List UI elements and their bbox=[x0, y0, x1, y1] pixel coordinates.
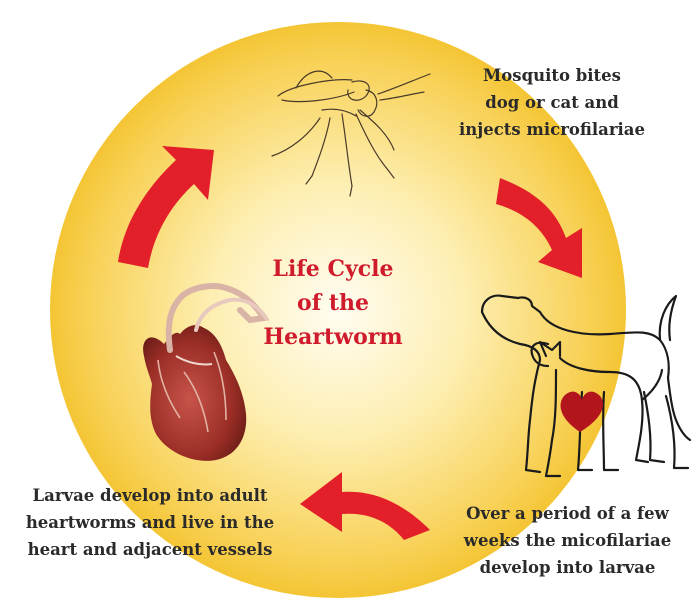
diagram-title: Life Cycle of the Heartworm bbox=[248, 252, 418, 354]
caption-line: weeks the micofilariae bbox=[442, 527, 693, 554]
step-pets-caption: Over a period of a few weeks the micofil… bbox=[442, 500, 693, 581]
caption-line: injects microfilariae bbox=[432, 116, 672, 143]
title-line: of the bbox=[248, 286, 418, 320]
title-line: Heartworm bbox=[248, 320, 418, 354]
title-line: Life Cycle bbox=[248, 252, 418, 286]
caption-line: heart and adjacent vessels bbox=[0, 536, 300, 563]
caption-line: Larvae develop into adult bbox=[0, 482, 300, 509]
caption-line: heartworms and live in the bbox=[0, 509, 300, 536]
step-heart-caption: Larvae develop into adult heartworms and… bbox=[0, 482, 300, 563]
caption-line: dog or cat and bbox=[432, 89, 672, 116]
caption-line: develop into larvae bbox=[442, 554, 693, 581]
caption-line: Mosquito bites bbox=[432, 62, 672, 89]
step-mosquito-caption: Mosquito bites dog or cat and injects mi… bbox=[432, 62, 672, 143]
caption-line: Over a period of a few bbox=[442, 500, 693, 527]
